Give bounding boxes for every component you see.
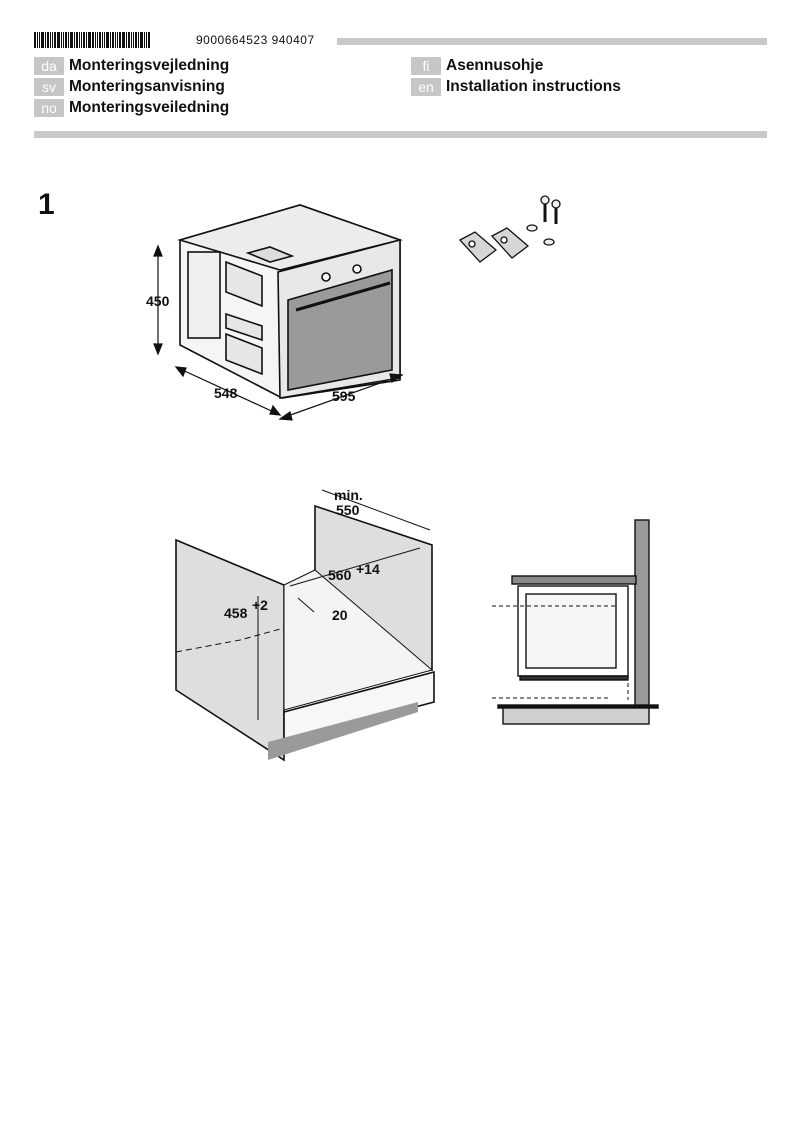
mounting-brackets-drawing [458, 195, 561, 263]
barcode-stripe [117, 32, 118, 48]
lang-code-badge: en [411, 78, 441, 96]
barcode-stripe [41, 32, 44, 48]
ventilation-side-view [492, 519, 659, 725]
barcode-stripe [45, 32, 46, 48]
niche-depth-min-label: min. [334, 487, 363, 503]
barcode-stripe [95, 32, 96, 48]
barcode-stripe [81, 32, 82, 48]
barcode-stripe [68, 32, 69, 48]
barcode-stripe [140, 32, 143, 48]
barcode-stripe [88, 32, 91, 48]
niche-height-value: 458 [224, 605, 248, 621]
barcode-stripe [102, 32, 103, 48]
lang-row-en: en Installation instructions [411, 77, 621, 97]
barcode-stripe [104, 32, 105, 48]
barcode-stripe [126, 32, 127, 48]
barcode [34, 32, 184, 48]
oven-drawing: 450 548 595 [146, 204, 404, 421]
barcode-stripe [122, 32, 125, 48]
lang-code-badge: sv [34, 78, 64, 96]
niche-width-value: 560 [328, 567, 352, 583]
barcode-stripe [50, 32, 51, 48]
barcode-stripe [146, 32, 147, 48]
barcode-stripe [92, 32, 94, 48]
barcode-stripe [34, 32, 36, 48]
barcode-stripe [61, 32, 62, 48]
barcode-stripe [54, 32, 56, 48]
barcode-stripe [97, 32, 98, 48]
lang-title: Monteringsvejledning [69, 57, 230, 74]
barcode-stripe [63, 32, 64, 48]
header-divider [337, 38, 767, 45]
lang-code-badge: da [34, 57, 64, 75]
document-number: 9000664523 940407 [196, 33, 315, 47]
barcode-stripe [106, 32, 109, 48]
section-divider [34, 131, 767, 138]
oven-height-label: 450 [146, 293, 170, 309]
cabinet-niche-drawing: min. 550 560 +14 458 +2 20 [175, 487, 435, 762]
oven-depth-label: 548 [214, 385, 238, 401]
lang-title: Asennusohje [446, 57, 544, 74]
barcode-stripe [37, 32, 38, 48]
barcode-stripe [144, 32, 145, 48]
lang-row-sv: sv Monteringsanvisning [34, 77, 225, 97]
niche-width-tolerance: +14 [356, 561, 380, 577]
barcode-stripe [79, 32, 80, 48]
barcode-stripe [52, 32, 53, 48]
barcode-stripe [39, 32, 40, 48]
barcode-stripe [133, 32, 134, 48]
niche-height-tolerance: +2 [252, 597, 268, 613]
barcode-stripe [65, 32, 67, 48]
niche-depth-value: 550 [336, 502, 360, 518]
lang-row-da: da Monteringsvejledning [34, 56, 229, 76]
barcode-stripe [112, 32, 114, 48]
barcode-stripe [135, 32, 137, 48]
lang-code-badge: fi [411, 57, 441, 75]
barcode-stripe [47, 32, 49, 48]
lang-row-fi: fi Asennusohje [411, 56, 543, 76]
barcode-stripe [99, 32, 101, 48]
step-number: 1 [38, 188, 55, 221]
barcode-stripe [110, 32, 111, 48]
barcode-stripe [148, 32, 150, 48]
lang-row-no: no Monteringsveiledning [34, 98, 229, 118]
barcode-stripe [57, 32, 60, 48]
oven-width-label: 595 [332, 388, 356, 404]
barcode-stripe [119, 32, 121, 48]
barcode-stripe [115, 32, 116, 48]
barcode-stripe [74, 32, 75, 48]
barcode-stripe [131, 32, 132, 48]
barcode-stripe [83, 32, 85, 48]
barcode-stripe [76, 32, 78, 48]
barcode-stripe [138, 32, 139, 48]
lang-title: Monteringsveiledning [69, 99, 230, 116]
niche-notch-label: 20 [332, 607, 348, 623]
barcode-stripe [86, 32, 87, 48]
lang-code-badge: no [34, 99, 64, 117]
barcode-stripe [128, 32, 130, 48]
lang-title: Installation instructions [446, 78, 621, 95]
lang-title: Monteringsanvisning [69, 78, 225, 95]
barcode-stripe [70, 32, 73, 48]
